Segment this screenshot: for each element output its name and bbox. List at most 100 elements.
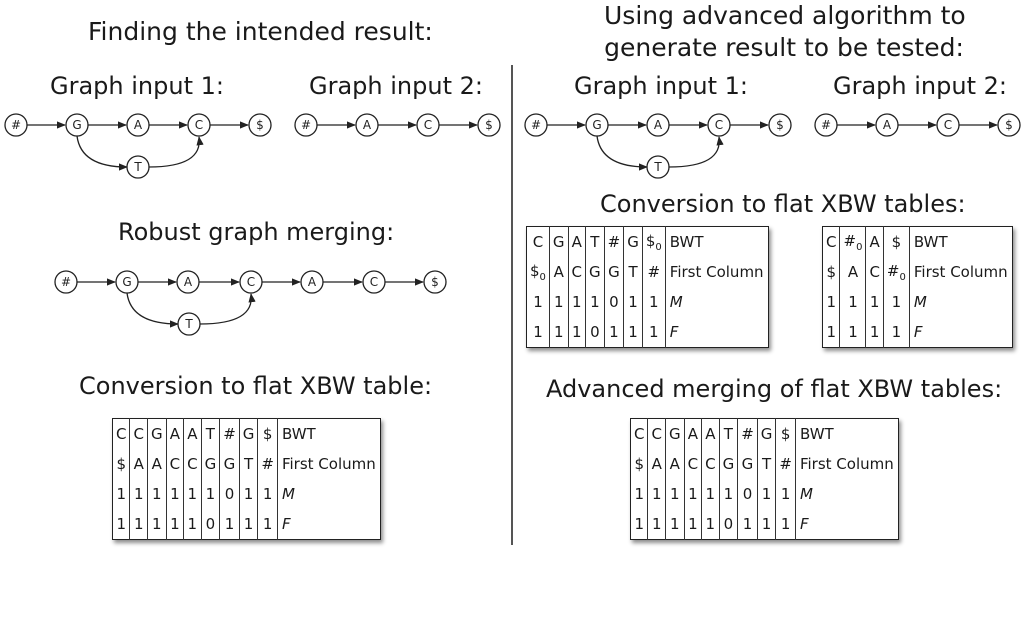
table-cell: #: [775, 449, 796, 479]
right-title: Using advanced algorithm to generate res…: [604, 0, 966, 64]
row-label: F: [276, 509, 381, 540]
svg-text:G: G: [592, 118, 601, 132]
svg-text:A: A: [308, 275, 317, 289]
table-cell: 1: [238, 509, 258, 540]
table-cell: G: [603, 257, 624, 287]
table-cell: T: [718, 418, 738, 449]
table-cell: $: [826, 263, 837, 281]
table-cell: 1: [683, 479, 702, 509]
table-cell: T: [756, 449, 776, 479]
table-cell: $: [882, 226, 910, 257]
table-cell: 1: [165, 509, 184, 540]
table-cell: 1: [129, 479, 148, 509]
right-title-line-1: Using advanced algorithm to: [604, 1, 966, 30]
table-cell: 1: [718, 479, 738, 509]
table-cell: 1: [865, 317, 884, 348]
table-cell: 1: [664, 479, 685, 509]
table-cell: A: [567, 226, 586, 257]
table-cell: A: [548, 257, 569, 287]
table-cell: 1: [756, 479, 776, 509]
table-cell: $: [775, 418, 796, 449]
table-cell: #: [737, 418, 758, 449]
table-cell: #: [219, 418, 240, 449]
row-label: First Column: [664, 257, 769, 287]
graph-node: A: [176, 270, 200, 294]
table-cell: G: [548, 226, 569, 257]
table-cell: G: [219, 449, 240, 479]
table-cell: 1: [701, 509, 720, 540]
table-cell: 1: [533, 323, 543, 341]
table-cell: C: [647, 418, 666, 449]
table-cell: 1: [257, 509, 278, 540]
graph-node: #: [814, 113, 838, 137]
table-cell: C: [701, 449, 720, 479]
svg-text:A: A: [883, 118, 892, 132]
row-label: First Column: [908, 257, 1013, 287]
left-graph1-label: Graph input 1:: [50, 72, 224, 100]
row-label: First Column: [276, 449, 381, 479]
graph-node: #: [294, 113, 318, 137]
svg-text:C: C: [424, 118, 432, 132]
table-cell: #0: [839, 226, 866, 257]
table-cell: 0: [585, 317, 605, 348]
row-label: F: [794, 509, 899, 540]
table-cell: 1: [826, 293, 837, 311]
table-cell: 0: [603, 287, 624, 317]
table-cell: 1: [647, 509, 666, 540]
table-cell: 1: [219, 509, 240, 540]
graph-node: A: [355, 113, 379, 137]
table-cell: C: [116, 425, 127, 443]
graph-node: C: [416, 113, 440, 137]
graph-node-t: T: [177, 312, 201, 336]
graph-node: C: [239, 270, 263, 294]
table-cell: G: [238, 418, 258, 449]
row-label: M: [276, 479, 381, 509]
table-cell: $0: [641, 226, 666, 257]
svg-text:#: #: [821, 118, 831, 132]
svg-text:#: #: [531, 118, 541, 132]
right-graph2-label: Graph input 2:: [833, 72, 1007, 100]
table-cell: #: [603, 226, 624, 257]
table-cell: 1: [585, 287, 605, 317]
table-cell: 1: [683, 509, 702, 540]
table-cell: G: [200, 449, 220, 479]
right-graph1-label: Graph input 1:: [574, 72, 748, 100]
table-cell: 1: [116, 485, 127, 503]
table-cell: $: [116, 455, 127, 473]
table-cell: C: [826, 233, 837, 251]
table-cell: A: [865, 226, 884, 257]
table-cell: 1: [647, 479, 666, 509]
graph-edge: [148, 136, 204, 168]
svg-text:C: C: [370, 275, 378, 289]
table-cell: 1: [623, 287, 643, 317]
table-cell: A: [129, 449, 148, 479]
table-cell: A: [839, 257, 866, 287]
table-cell: 1: [603, 317, 624, 348]
table-cell: 1: [146, 509, 167, 540]
table-cell: T: [200, 418, 220, 449]
graph-node: G: [585, 113, 609, 137]
graph-node: G: [65, 113, 89, 137]
graph-node: #: [54, 270, 78, 294]
table-cell: 0: [718, 509, 738, 540]
table-cell: 0: [200, 509, 220, 540]
table-cell: 1: [548, 287, 569, 317]
table-cell: 1: [623, 317, 643, 348]
table-cell: 1: [238, 479, 258, 509]
left-graph2-label: Graph input 2:: [309, 72, 483, 100]
row-label: F: [664, 317, 769, 348]
table-cell: 1: [756, 509, 776, 540]
table-cell: C: [183, 449, 202, 479]
table-cell: A: [183, 418, 202, 449]
graph-node: $: [997, 113, 1021, 137]
table-cell: 1: [183, 479, 202, 509]
table-cell: T: [238, 449, 258, 479]
